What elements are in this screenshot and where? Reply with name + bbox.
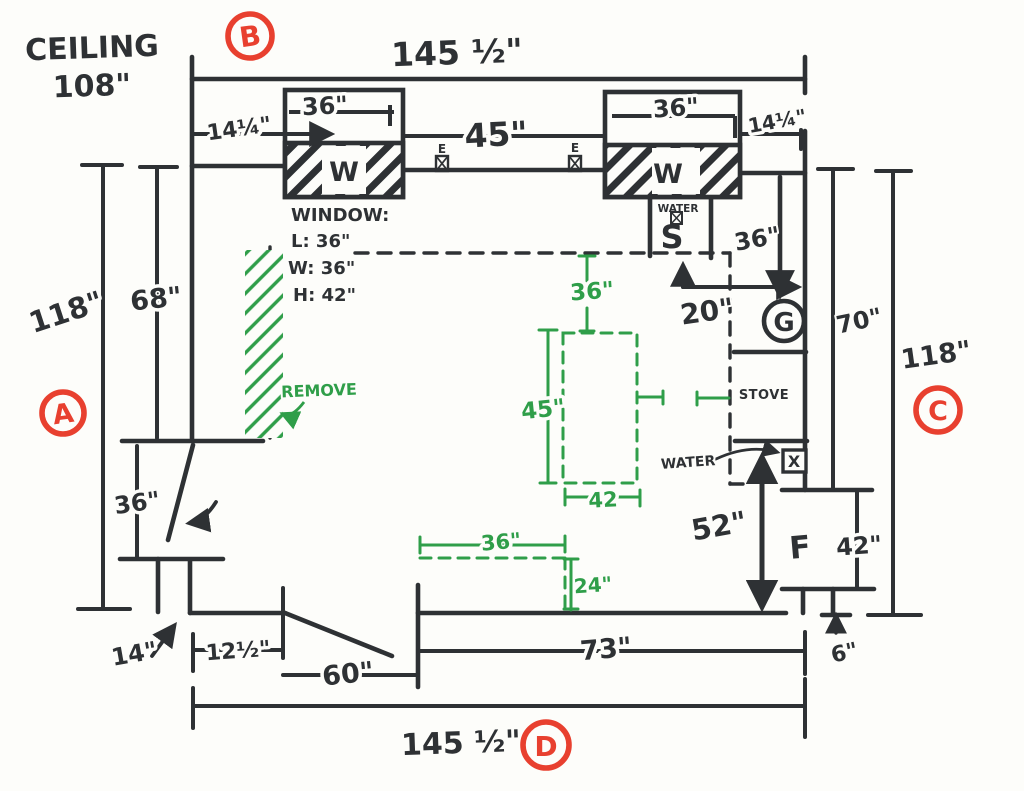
dim-42fridge-label: 42"	[835, 530, 883, 561]
marker-b-letter: B	[237, 19, 263, 55]
marker-a-letter: A	[51, 398, 76, 432]
dim-between-windows-label: 45"	[463, 113, 528, 155]
dashed-counter-outline	[268, 245, 751, 486]
dim-145D-label: 145 ½"	[400, 724, 521, 763]
gas-letter: G	[773, 308, 794, 338]
dim-118R-label: 118"	[899, 335, 973, 376]
sink-water-box-rect	[670, 211, 683, 225]
water-pointer-arrow	[714, 439, 781, 461]
dim-20-label: 20"	[678, 291, 736, 331]
ceiling-height: 108"	[52, 68, 131, 106]
water-x-letter: X	[788, 452, 801, 471]
window-right-hatch-gap	[652, 148, 700, 194]
dim-14-arrow	[150, 622, 177, 658]
dim-win-left-label: 36"	[301, 91, 348, 121]
marker-d-circle	[520, 719, 572, 771]
corner-markers	[39, 11, 963, 771]
window-note-w: W: 36"	[288, 258, 355, 279]
window-left-hatch-gap	[322, 146, 366, 194]
marker-d-letter: D	[534, 730, 557, 763]
outlet-right-x2	[568, 155, 582, 172]
gas-circle	[761, 298, 807, 344]
door-leaf-left	[165, 442, 196, 543]
water-x-box	[781, 448, 808, 474]
outlet-left-box	[434, 154, 450, 173]
dim-68-label: 68"	[129, 281, 184, 317]
island-42-label: 42	[588, 487, 618, 512]
outlet-right-label: E	[571, 141, 579, 155]
marker-c-letter: C	[928, 396, 948, 427]
dim-left-jamb-label: 14¼"	[205, 113, 273, 147]
island-rect	[561, 331, 639, 485]
door-pointer-arrow	[185, 500, 218, 533]
outlet-right-box	[567, 154, 583, 173]
stove-label: STOVE	[739, 388, 789, 403]
dim-73-label: 73"	[579, 632, 633, 667]
island-gap-label: 36"	[569, 277, 615, 306]
outlets	[434, 154, 583, 173]
dim-12half-label: 12½"	[205, 637, 271, 666]
marker-a-circle	[39, 389, 87, 437]
remove-hatch-strip	[245, 250, 283, 438]
dimension-lines	[76, 121, 923, 739]
sink-clearance-label: 36"	[732, 221, 782, 257]
dim-14-label: 14"	[109, 636, 159, 672]
dim-win-right-label: 36"	[652, 92, 700, 123]
window-note-h: H: 42"	[293, 285, 356, 306]
sink-water-box-x2	[670, 211, 683, 225]
marker-b-circle	[225, 11, 275, 61]
fridge-letter: F	[788, 529, 812, 567]
window-right: W 36"	[602, 89, 743, 200]
table-36-label: 36"	[480, 528, 522, 555]
window-note-title: WINDOW:	[291, 205, 389, 226]
dim-118L-label: 118"	[25, 284, 107, 340]
island-45-label: 45"	[520, 395, 566, 425]
remove-pointer-arrow	[279, 401, 306, 430]
dim-top-width-label: 145 ½"	[390, 31, 523, 75]
window-left-letter: W	[329, 157, 359, 188]
sink-water-box	[670, 211, 683, 225]
dim-52-label: 52"	[689, 504, 750, 547]
outlet-left-x2	[435, 155, 449, 172]
window-note-l: L: 36"	[291, 231, 350, 252]
dim-36door-label: 36"	[112, 486, 161, 520]
dim-70-label: 70"	[834, 303, 885, 340]
sink-water-label: WATER	[658, 203, 699, 215]
dim-6-label: 6"	[829, 638, 860, 668]
marker-c-circle	[913, 385, 963, 435]
table-24-label: 24"	[573, 572, 613, 599]
dim-60-label: 60"	[321, 656, 376, 692]
window-left: W 36"	[282, 87, 406, 200]
sink-letter: S	[660, 218, 683, 256]
ceiling-title: CEILING	[25, 29, 160, 69]
water-hookup-label: WATER	[660, 453, 716, 473]
remove-label: REMOVE	[281, 380, 357, 402]
window-right-letter: W	[653, 159, 683, 190]
island-outline	[418, 254, 731, 613]
door-leaf-bottom	[282, 610, 395, 659]
outlet-left-label: E	[438, 142, 446, 156]
